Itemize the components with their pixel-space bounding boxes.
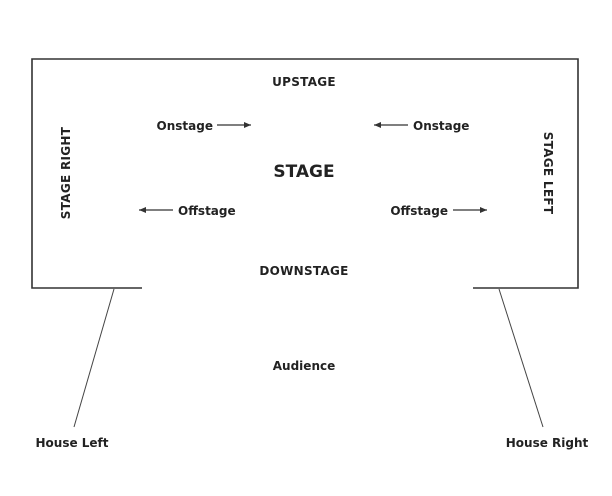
downstage-label: DOWNSTAGE xyxy=(259,264,348,278)
onstage-left-side-label: Onstage xyxy=(157,119,213,133)
offstage-left-side-label: Offstage xyxy=(178,204,236,218)
stage-right-label: STAGE RIGHT xyxy=(59,126,73,219)
audience-label: Audience xyxy=(273,359,335,373)
stage-outline xyxy=(31,58,579,289)
stage-left-label: STAGE LEFT xyxy=(541,132,555,215)
house-left-line xyxy=(73,288,115,428)
stage-label: STAGE xyxy=(273,162,334,182)
house-right-line xyxy=(498,288,544,428)
house-left-label: House Left xyxy=(35,436,108,450)
house-right-label: House Right xyxy=(506,436,589,450)
upstage-label: UPSTAGE xyxy=(272,75,336,89)
onstage-right-side-label: Onstage xyxy=(413,119,469,133)
offstage-right-side-label: Offstage xyxy=(390,204,448,218)
